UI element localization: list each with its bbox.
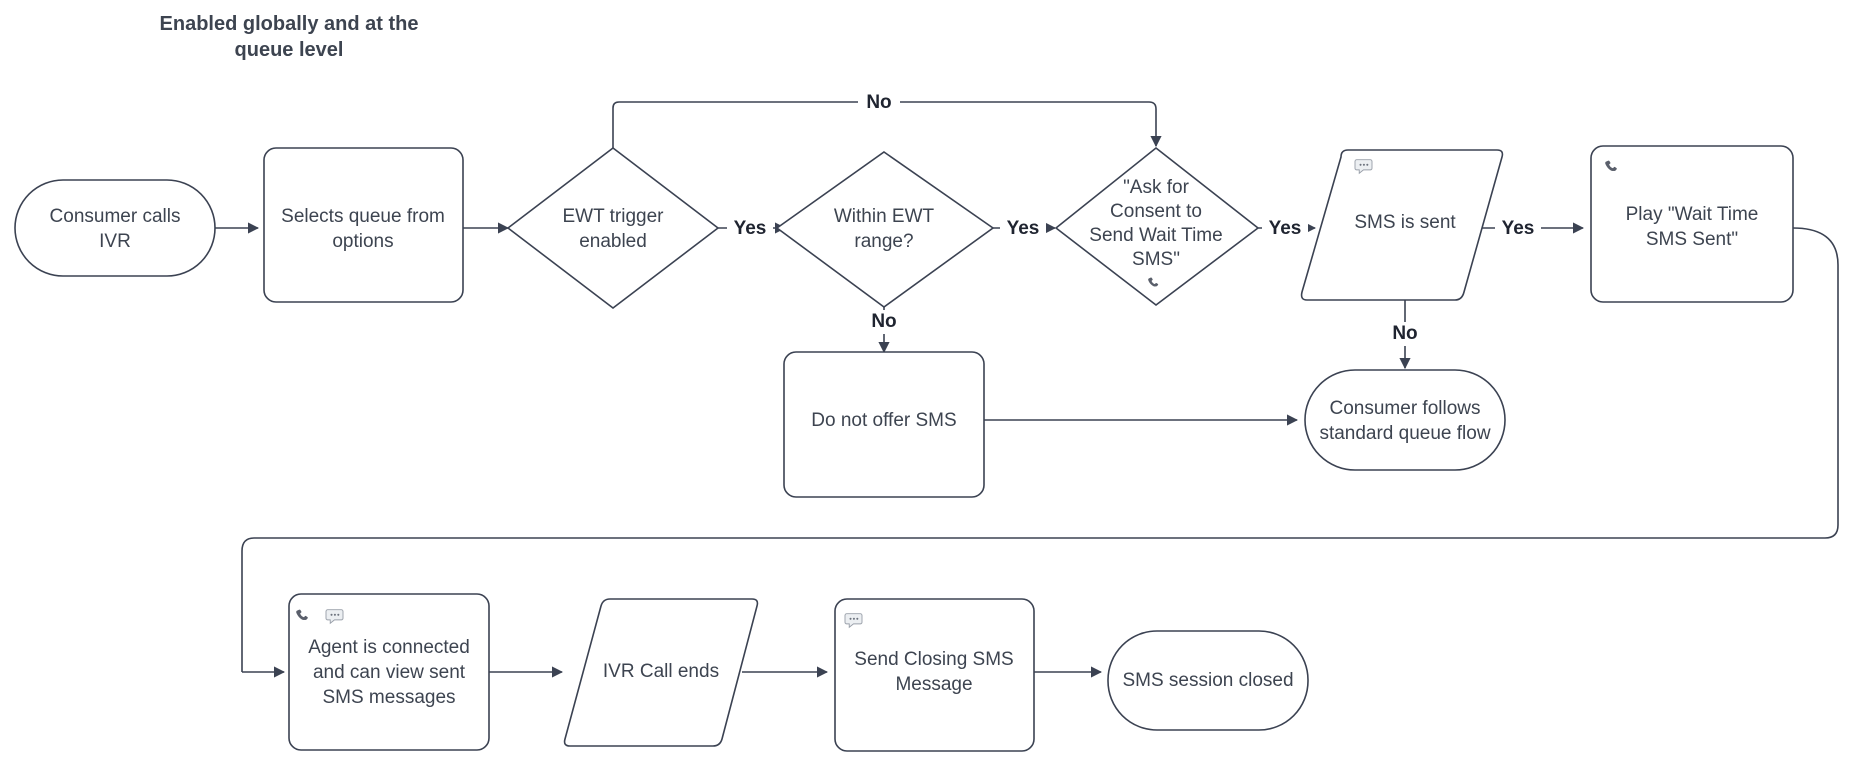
node-play-wait-time-line2: SMS Sent": [1646, 229, 1738, 250]
node-do-not-offer-sms[interactable]: Do not offer SMS: [783, 351, 985, 498]
edge-label-bg-within-yes: [1000, 216, 1046, 240]
node-sms-is-sent[interactable]: SMS is sent: [1300, 149, 1504, 301]
node-ask-for-consent-line4: SMS": [1132, 249, 1180, 270]
node-sms-session-closed[interactable]: SMS session closed: [1107, 630, 1309, 731]
node-sms-is-sent-shape: [1300, 149, 1504, 301]
node-ewt-trigger-enabled-line2: enabled: [579, 231, 647, 252]
edge-label-bg-ewt-no: [858, 90, 900, 114]
node-within-ewt-range-line2: range?: [854, 231, 913, 252]
edge-label-consent-yes: Yes: [1269, 218, 1302, 239]
node-ivr-call-ends-line1: IVR Call ends: [603, 661, 719, 682]
edge-label-ewt-trigger-yes: Yes: [734, 218, 767, 239]
node-sms-session-closed-line1: SMS session closed: [1122, 670, 1293, 691]
node-ask-for-consent[interactable]: "Ask for Consent to Send Wait Time SMS": [1054, 146, 1260, 307]
node-send-closing-sms[interactable]: Send Closing SMS Message: [834, 598, 1035, 752]
node-send-closing-sms-shape: [834, 598, 1035, 752]
node-agent-connected-shape: [288, 593, 490, 751]
node-do-not-offer-sms-shape: [783, 351, 985, 498]
chat-icon: [1354, 159, 1373, 175]
node-selects-queue-line1: Selects queue from: [281, 206, 445, 227]
node-consumer-calls-ivr-line2: IVR: [99, 231, 131, 252]
node-ask-for-consent-shape: [1054, 146, 1260, 307]
node-send-closing-sms-line2: Message: [895, 674, 972, 695]
node-ivr-call-ends-shape: [563, 598, 759, 747]
edge-label-within-range-no: No: [871, 311, 896, 332]
edge-label-bg-within-no: [863, 310, 905, 334]
node-consumer-standard-queue-line1: Consumer follows: [1330, 398, 1481, 419]
edge-label-sms-sent-yes: Yes: [1502, 218, 1535, 239]
node-ask-for-consent-line1: "Ask for: [1123, 177, 1190, 198]
node-sms-is-sent-line1: SMS is sent: [1354, 212, 1456, 233]
node-play-wait-time-sms-sent-shape: [1590, 145, 1794, 303]
node-agent-connected-line3: SMS messages: [322, 687, 455, 708]
node-do-not-offer-sms-line1: Do not offer SMS: [811, 410, 956, 431]
node-ask-for-consent-line2: Consent to: [1110, 201, 1202, 222]
edge-label-sms-sent-no: No: [1392, 323, 1417, 344]
edge-label-bg-ewt-yes: [727, 216, 773, 240]
node-within-ewt-range[interactable]: Within EWT range?: [775, 151, 995, 308]
node-sms-session-closed-shape: [1107, 630, 1309, 731]
edge-label-within-range-yes: Yes: [1007, 218, 1040, 239]
diagram-title: Enabled globally and at the queue level: [160, 13, 419, 61]
node-consumer-calls-ivr-line1: Consumer calls: [50, 206, 181, 227]
edge-play-wait-time-to-agent-connected-path: [241, 227, 1839, 672]
phone-icon: [1148, 277, 1159, 287]
node-ask-for-consent-line3: Send Wait Time: [1089, 225, 1222, 246]
chat-icon: [325, 609, 344, 625]
node-ewt-trigger-enabled[interactable]: EWT trigger enabled: [506, 146, 720, 310]
edge-label-bg-consent-yes: [1262, 216, 1308, 240]
node-consumer-standard-queue-shape: [1304, 369, 1506, 471]
node-ewt-trigger-enabled-line1: EWT trigger: [562, 206, 664, 227]
diagram-title-line1: Enabled globally and at the: [160, 13, 419, 35]
node-selects-queue[interactable]: Selects queue from options: [263, 147, 464, 303]
node-consumer-standard-queue-line2: standard queue flow: [1319, 423, 1490, 444]
edge-label-bg-sms-no: [1384, 322, 1426, 346]
node-consumer-standard-queue[interactable]: Consumer follows standard queue flow: [1304, 369, 1506, 471]
edge-label-ewt-trigger-no: No: [866, 92, 891, 113]
node-within-ewt-range-line1: Within EWT: [834, 206, 935, 227]
chat-icon: [844, 613, 863, 629]
phone-icon: [1605, 160, 1617, 172]
node-ewt-trigger-enabled-shape: [506, 146, 720, 310]
node-selects-queue-shape: [263, 147, 464, 303]
node-send-closing-sms-line1: Send Closing SMS: [854, 649, 1013, 670]
node-play-wait-time-sms-sent[interactable]: Play "Wait Time SMS Sent": [1590, 145, 1794, 303]
node-within-ewt-range-shape: [775, 151, 995, 308]
node-agent-connected-line1: Agent is connected: [308, 637, 470, 658]
phone-icon: [296, 609, 308, 621]
node-consumer-calls-ivr-shape: [14, 179, 216, 277]
diagram-title-line2: queue level: [235, 39, 344, 61]
node-ivr-call-ends[interactable]: IVR Call ends: [563, 598, 759, 747]
edge-label-bg-sms-yes: [1495, 216, 1541, 240]
node-agent-connected[interactable]: Agent is connected and can view sent SMS…: [288, 593, 490, 751]
node-consumer-calls-ivr[interactable]: Consumer calls IVR: [14, 179, 216, 277]
node-selects-queue-line2: options: [332, 231, 393, 252]
node-play-wait-time-line1: Play "Wait Time: [1626, 204, 1759, 225]
node-agent-connected-line2: and can view sent: [313, 662, 466, 683]
